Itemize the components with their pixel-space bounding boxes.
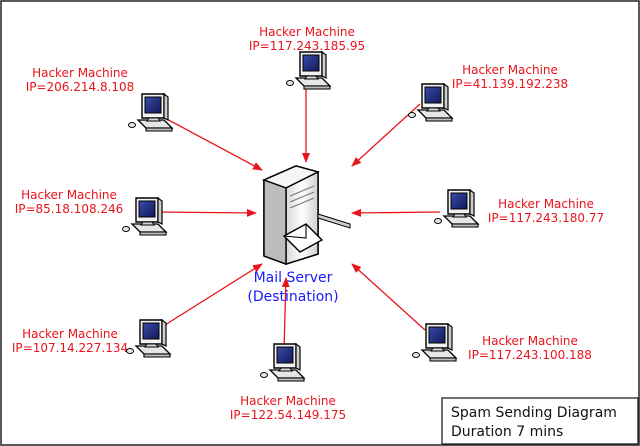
server-label-line1: Mail Server [254, 270, 333, 286]
arrow-6 [156, 263, 263, 331]
machine-1-ip: IP=117.243.185.95 [249, 39, 365, 53]
machine-2-ip: IP=41.139.192.238 [452, 77, 568, 91]
hacker-machine-2: Hacker Machine IP=41.139.192.238 [407, 63, 568, 122]
legend-box: Spam Sending Diagram Duration 7 mins [441, 397, 639, 445]
machine-5-title: Hacker Machine [498, 197, 594, 211]
machine-3-ip: IP=206.214.8.108 [26, 80, 135, 94]
arrow-5 [351, 208, 441, 217]
computer-icon [125, 319, 171, 358]
machine-4-ip: IP=85.18.108.246 [15, 202, 124, 216]
hacker-machine-1: Hacker Machine IP=117.243.185.95 [249, 25, 365, 90]
computer-icon [433, 189, 479, 228]
server-label-line2: (Destination) [247, 289, 338, 305]
computer-icon [127, 93, 173, 132]
hacker-machine-4: Hacker Machine IP=85.18.108.246 [15, 188, 167, 236]
arrow-8 [281, 277, 290, 351]
machine-7-ip: IP=117.243.100.188 [468, 348, 592, 362]
hacker-machine-5: Hacker Machine IP=117.243.180.77 [433, 189, 604, 228]
hacker-machine-3: Hacker Machine IP=206.214.8.108 [26, 66, 173, 132]
machine-3-title: Hacker Machine [32, 66, 128, 80]
legend-duration: Duration 7 mins [451, 424, 563, 440]
arrow-3 [162, 116, 263, 171]
machine-8-ip: IP=122.54.149.175 [230, 408, 346, 422]
machine-2-title: Hacker Machine [462, 63, 558, 77]
computer-icon [411, 323, 457, 362]
hacker-machine-7: Hacker Machine IP=117.243.100.188 [411, 323, 592, 362]
arrow-4 [156, 208, 257, 217]
machine-6-title: Hacker Machine [22, 327, 118, 341]
computer-icon [285, 51, 331, 90]
machine-5-ip: IP=117.243.180.77 [488, 211, 604, 225]
computer-icon [407, 83, 453, 122]
legend-title: Spam Sending Diagram [451, 405, 617, 421]
mail-server: Mail Server (Destination) [247, 165, 351, 305]
hacker-machine-6: Hacker Machine IP=107.14.227.134 [12, 319, 171, 358]
machine-1-title: Hacker Machine [259, 25, 355, 39]
machine-8-title: Hacker Machine [240, 394, 336, 408]
machine-6-ip: IP=107.14.227.134 [12, 341, 128, 355]
machine-7-title: Hacker Machine [482, 334, 578, 348]
arrow-7 [351, 263, 426, 331]
server-with-mail-icon [262, 165, 351, 265]
machine-4-title: Hacker Machine [21, 188, 117, 202]
computer-icon [259, 343, 305, 382]
computer-icon [121, 197, 167, 236]
hacker-machine-8: Hacker Machine IP=122.54.149.175 [230, 343, 346, 422]
